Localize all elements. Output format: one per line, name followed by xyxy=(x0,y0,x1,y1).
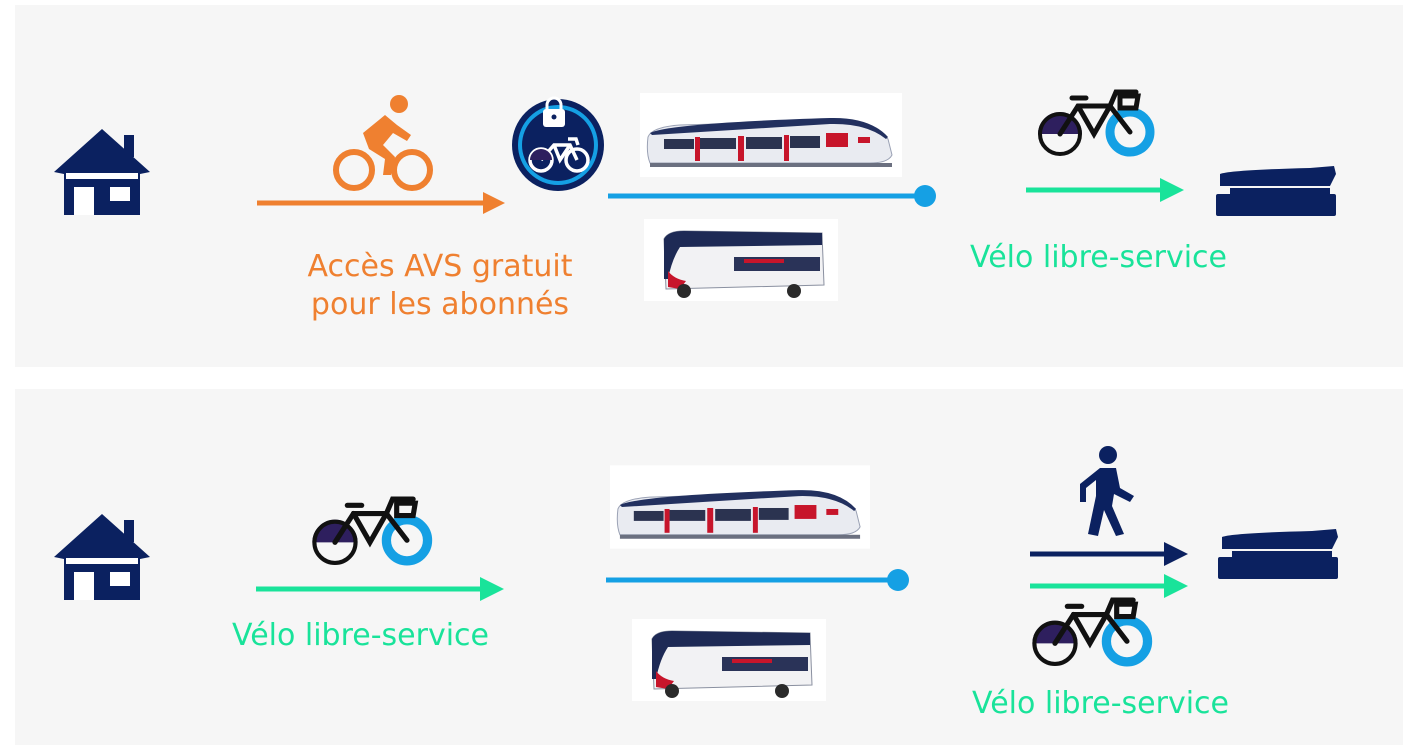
shared-bike-arrow xyxy=(256,577,504,601)
bike-access-arrow xyxy=(257,192,505,214)
shared-bike-label: Vélo libre-service xyxy=(232,618,490,653)
shared-bike-arrow xyxy=(1026,178,1184,202)
bike-lock-badge-icon xyxy=(512,96,604,191)
office-stapler-icon xyxy=(1216,166,1336,216)
shared-bike-icon xyxy=(312,496,433,566)
shared-bike-label: Vélo libre-service xyxy=(970,240,1228,275)
bus-image xyxy=(644,219,838,301)
office-stapler-icon xyxy=(1218,529,1338,579)
free-access-label: Accès AVS gratuit pour les abonnés xyxy=(280,248,600,324)
bus-image xyxy=(632,619,826,701)
train-image xyxy=(610,465,870,549)
cyclist-icon xyxy=(333,95,433,191)
shared-bike-arrow xyxy=(1030,574,1188,598)
train-image xyxy=(640,93,902,177)
transit-line xyxy=(608,185,936,207)
shared-bike-icon xyxy=(1032,597,1153,667)
free-access-label-line-1: Accès AVS gratuit xyxy=(307,249,573,284)
house-icon xyxy=(54,514,150,600)
shared-bike-label: Vélo libre-service xyxy=(972,686,1230,721)
walk-arrow xyxy=(1030,542,1188,566)
house-icon xyxy=(54,129,150,215)
pedestrian-icon xyxy=(1080,446,1134,536)
shared-bike-icon xyxy=(1038,89,1155,157)
free-access-label-line-2: pour les abonnés xyxy=(310,287,570,322)
transit-line xyxy=(606,569,909,591)
